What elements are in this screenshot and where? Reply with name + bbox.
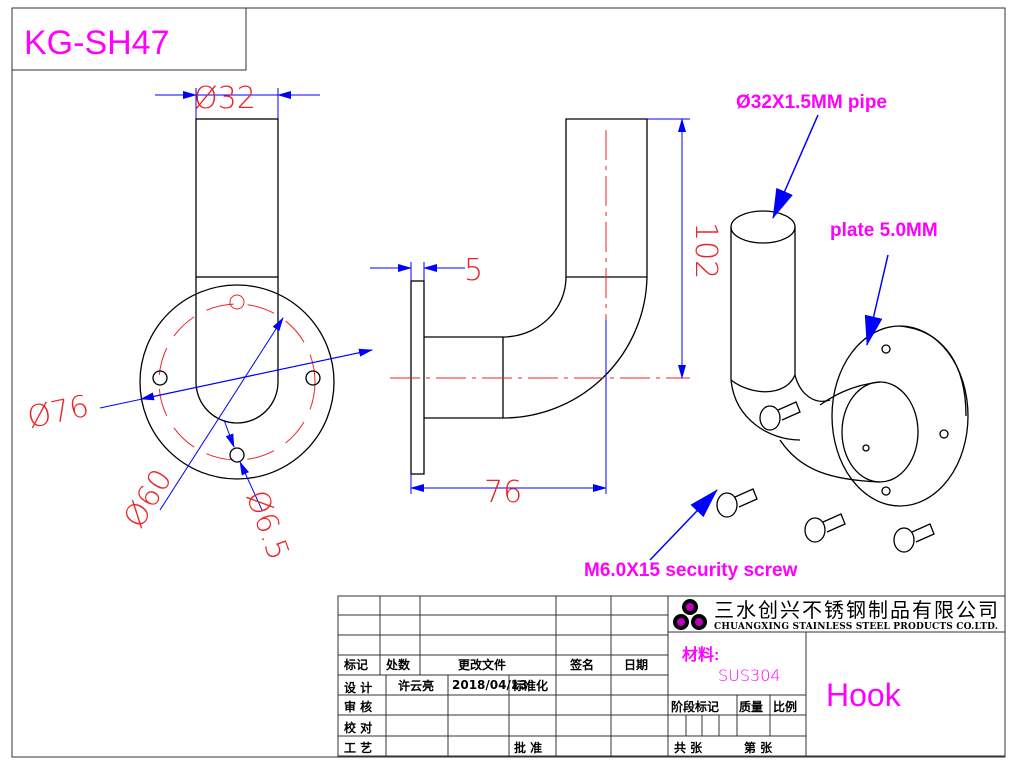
row-review: 审 核	[344, 699, 372, 714]
company-name-cn: 三水创兴不锈钢制品有限公司	[714, 598, 998, 622]
hdr-mark: 标记	[343, 657, 368, 672]
row-proofread: 校 对	[344, 720, 372, 735]
side-view: 102 5 76	[370, 118, 723, 510]
bolt-hole	[305, 370, 321, 386]
row-standardize: 标准化	[511, 678, 548, 693]
part-code: KG-SH47	[24, 24, 170, 62]
bolt-hole	[229, 447, 245, 463]
weight-label: 质量	[739, 699, 763, 714]
dim-plate-thk: 5	[464, 253, 483, 288]
callout-pipe: Ø32X1.5MM pipe	[736, 92, 887, 113]
hdr-change-doc: 更改文件	[458, 657, 506, 672]
callout-screw: M6.0X15 security screw	[584, 560, 798, 581]
screw-icon	[716, 401, 935, 553]
callout-plate: plate 5.0MM	[830, 220, 938, 241]
front-view: Ø32 Ø76 Ø60 Ø6.5	[24, 81, 373, 565]
elbow-pipe	[424, 118, 648, 419]
title-block	[668, 631, 1005, 756]
bolt-hole-hidden	[229, 294, 245, 310]
sheet-no: 第 张	[744, 740, 773, 755]
isometric-view	[649, 114, 969, 561]
pipe-outline	[195, 118, 279, 278]
dim-depth: 76	[484, 475, 522, 510]
dim-flange-dia: Ø76	[24, 389, 92, 436]
pipe-u-bottom	[195, 277, 279, 424]
product-name: Hook	[826, 677, 902, 713]
iso-pipe-top	[730, 210, 796, 244]
design-date: 2018/04/13	[452, 678, 528, 692]
sheet-frame	[11, 7, 1006, 758]
revision-table	[337, 595, 1006, 757]
row-design: 设 计	[344, 680, 372, 695]
designer: 许云亮	[398, 678, 434, 693]
dim-height: 102	[688, 222, 723, 279]
stage-mark: 阶段标记	[671, 699, 719, 714]
hdr-date: 日期	[624, 657, 648, 672]
scale-label: 比例	[773, 699, 797, 714]
hdr-count: 处数	[385, 657, 411, 672]
dim-hole-dia: Ø6.5	[238, 486, 295, 565]
hdr-signature: 签名	[569, 657, 594, 672]
material-value: SUS304	[718, 666, 781, 685]
row-process: 工 艺	[344, 740, 372, 755]
total-sheets: 共 张	[674, 740, 703, 755]
row-approve: 批 准	[514, 740, 542, 755]
pcd-circle	[158, 303, 316, 461]
material-label: 材料:	[682, 645, 719, 664]
company-logo	[673, 599, 707, 630]
iso-flange	[831, 325, 969, 507]
flange-circle	[139, 284, 335, 480]
bolt-hole	[152, 370, 168, 386]
dim-pipe-dia: Ø32	[194, 81, 256, 116]
dim-pcd: Ø60	[117, 463, 179, 534]
part-code-box	[12, 8, 247, 71]
company-name-en: CHUANGXING STAINLESS STEEL PRODUCTS CO.L…	[714, 622, 998, 632]
